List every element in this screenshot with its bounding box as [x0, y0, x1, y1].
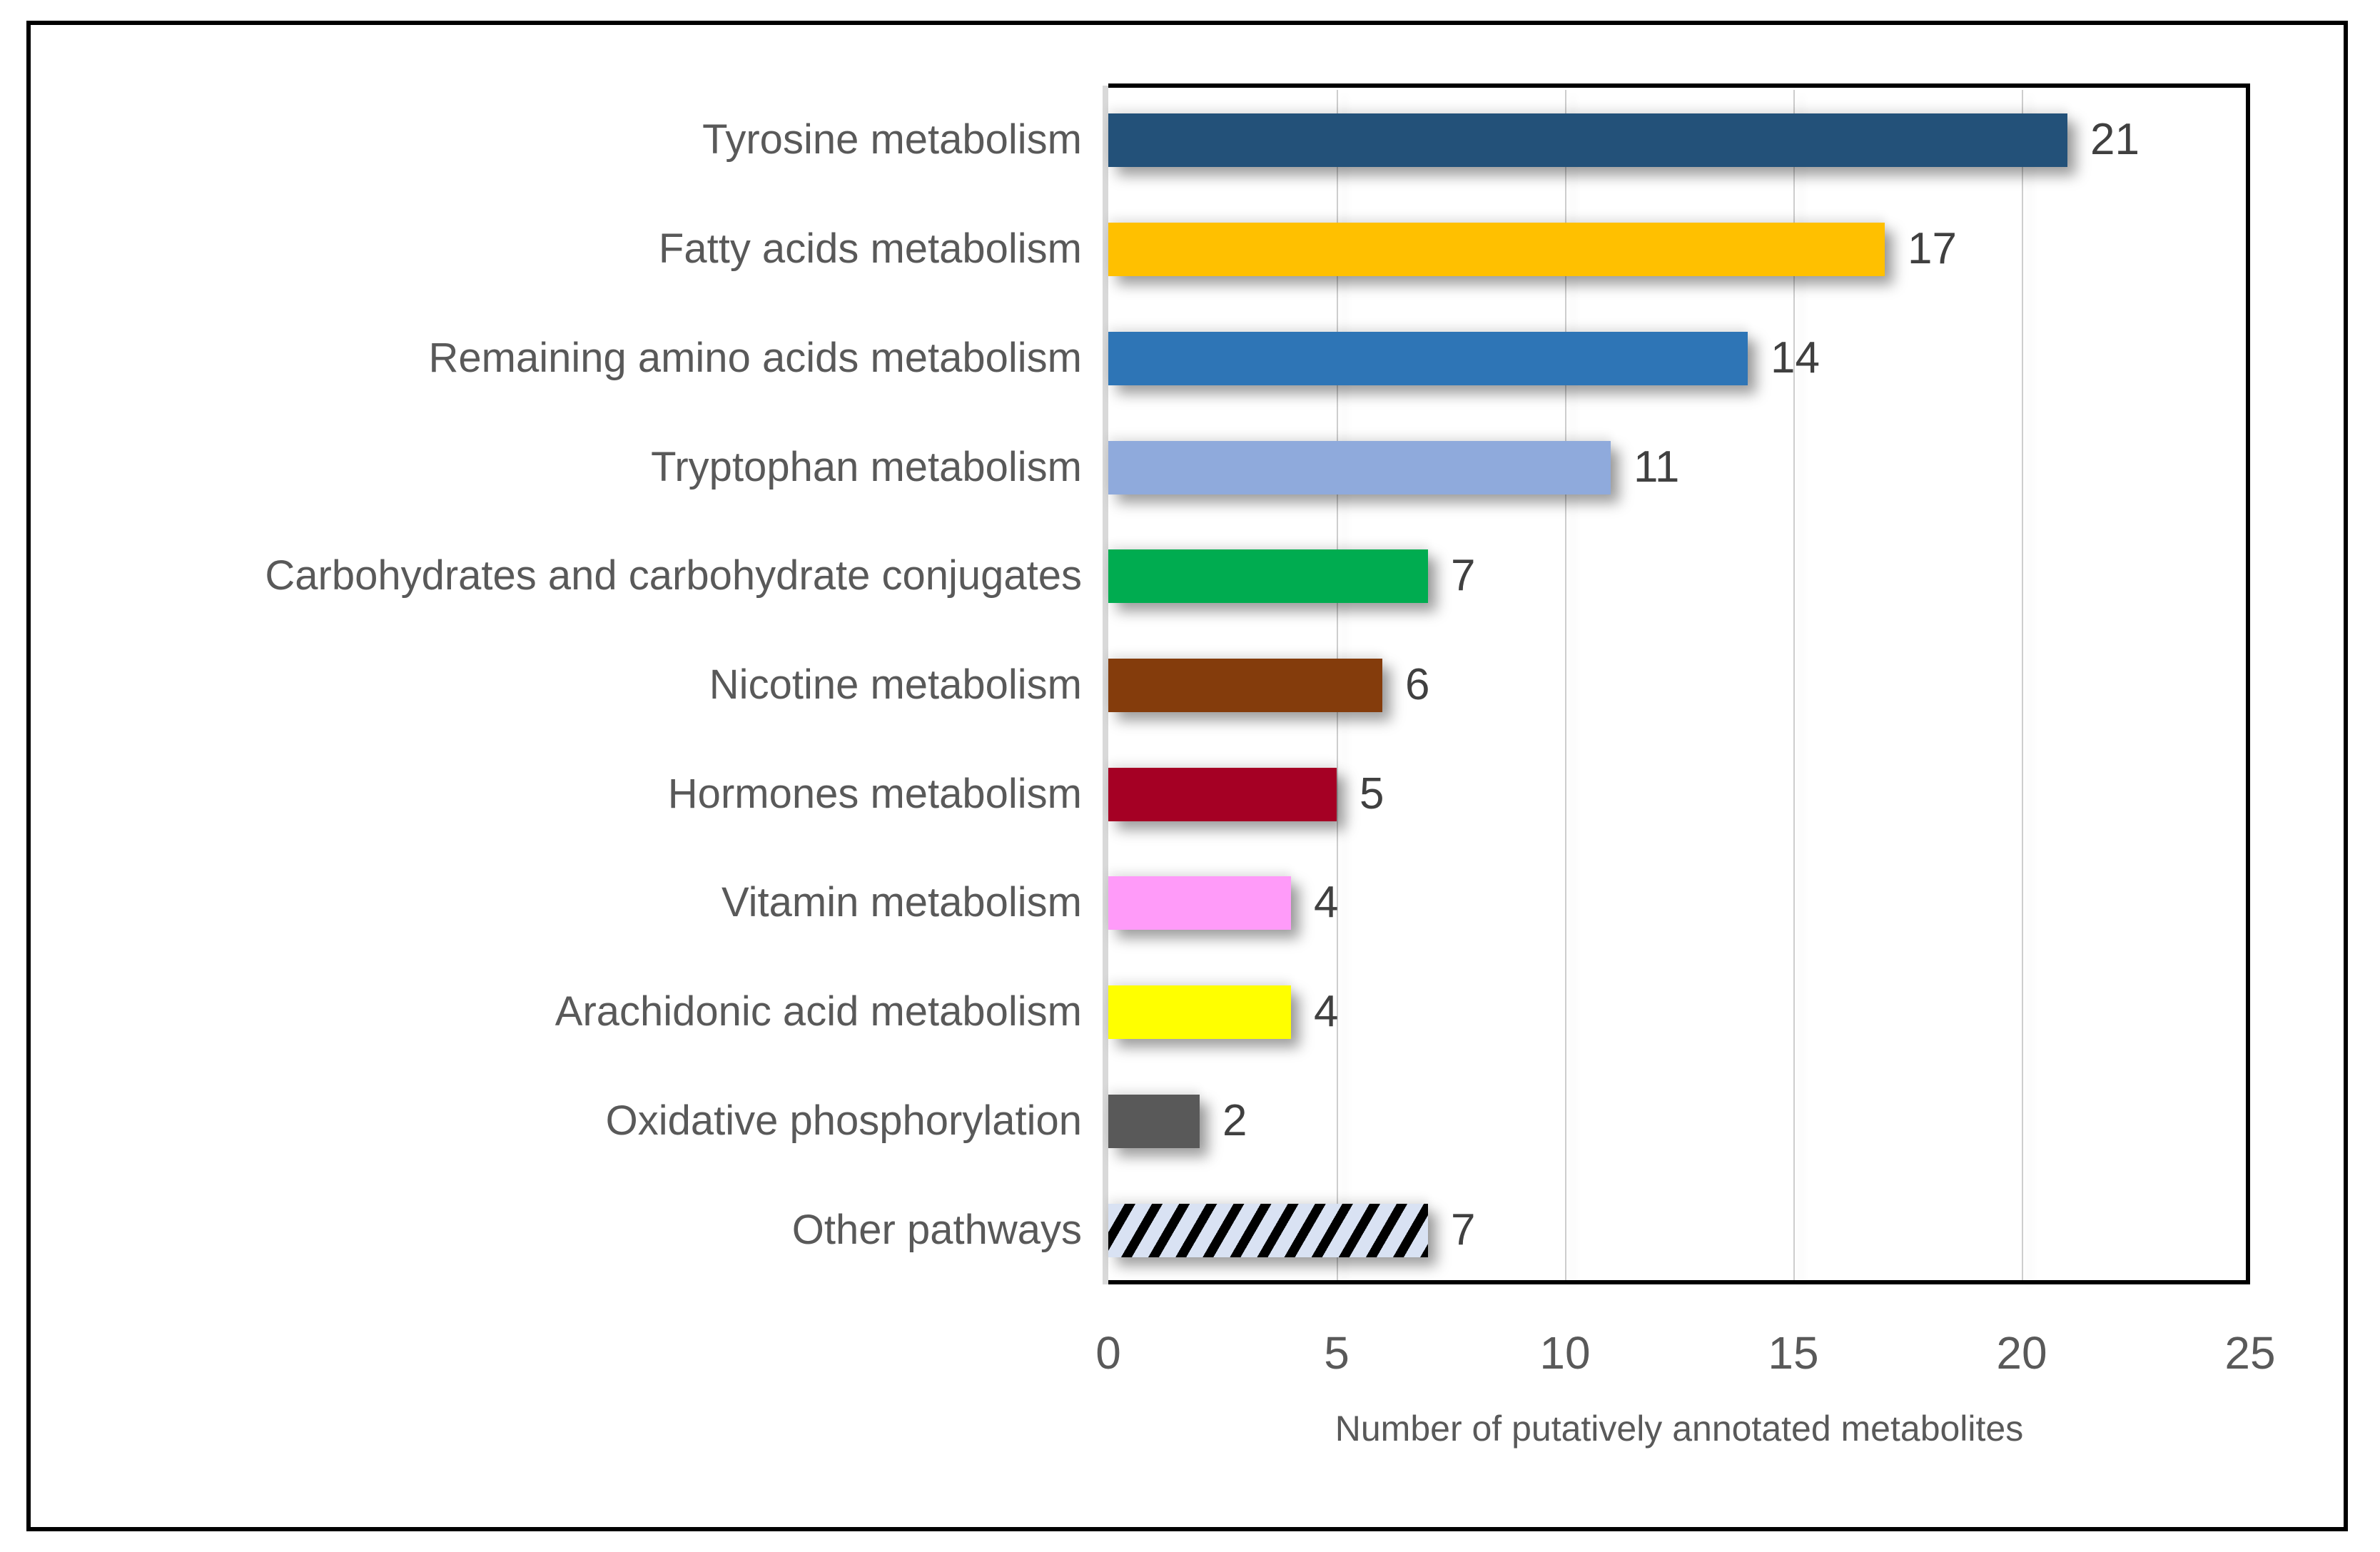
- bar-value-label: 11: [1634, 442, 1680, 492]
- bar-value-label: 7: [1451, 551, 1476, 601]
- bar: [1108, 223, 1885, 277]
- category-label: Arachidonic acid metabolism: [555, 988, 1082, 1035]
- bar-value-label: 21: [2090, 115, 2140, 165]
- bar-value-label: 2: [1222, 1095, 1247, 1145]
- bar: [1108, 113, 2067, 168]
- bar: [1108, 331, 1748, 385]
- bar: [1108, 1203, 1428, 1257]
- category-label: Fatty acids metabolism: [658, 225, 1082, 273]
- bar: [1108, 985, 1291, 1040]
- gridline: [1793, 90, 1795, 1280]
- category-label: Tryptophan metabolism: [651, 443, 1082, 490]
- plot-area: [1108, 83, 2250, 1284]
- bar-value-label: 5: [1359, 769, 1384, 818]
- x-axis-title: Number of putatively annotated metabolit…: [1335, 1409, 2024, 1449]
- x-tick-label: 25: [2224, 1327, 2276, 1379]
- x-tick-label: 5: [1324, 1327, 1349, 1379]
- bar-value-label: 17: [1908, 224, 1957, 274]
- category-label: Nicotine metabolism: [709, 661, 1082, 708]
- bar-value-label: 7: [1451, 1204, 1476, 1254]
- chart-border-frame: [26, 21, 2348, 1531]
- bar: [1108, 549, 1428, 604]
- bar: [1108, 659, 1382, 712]
- category-label: Hormones metabolism: [667, 770, 1082, 817]
- bar-value-label: 4: [1314, 987, 1339, 1037]
- bar-value-label: 14: [1771, 333, 1820, 382]
- category-label: Other pathways: [791, 1206, 1082, 1253]
- bar-value-label: 6: [1405, 660, 1430, 709]
- x-tick-label: 20: [1996, 1327, 2047, 1379]
- category-label: Remaining amino acids metabolism: [428, 334, 1082, 381]
- x-tick-label: 15: [1768, 1327, 1819, 1379]
- bar: [1108, 876, 1291, 930]
- bar: [1108, 1094, 1200, 1148]
- category-label: Vitamin metabolism: [721, 879, 1082, 926]
- category-label: Carbohydrates and carbohydrate conjugate…: [265, 552, 1082, 599]
- gridline: [1565, 90, 1566, 1280]
- y-axis-line: [1103, 86, 1108, 1284]
- bar-value-label: 4: [1314, 878, 1339, 928]
- x-tick-label: 10: [1539, 1327, 1591, 1379]
- x-tick-label: 0: [1095, 1327, 1121, 1379]
- bar: [1108, 767, 1337, 821]
- bar: [1108, 440, 1611, 494]
- category-label: Tyrosine metabolism: [702, 116, 1082, 163]
- category-label: Oxidative phosphorylation: [605, 1097, 1082, 1144]
- gridline: [2022, 90, 2023, 1280]
